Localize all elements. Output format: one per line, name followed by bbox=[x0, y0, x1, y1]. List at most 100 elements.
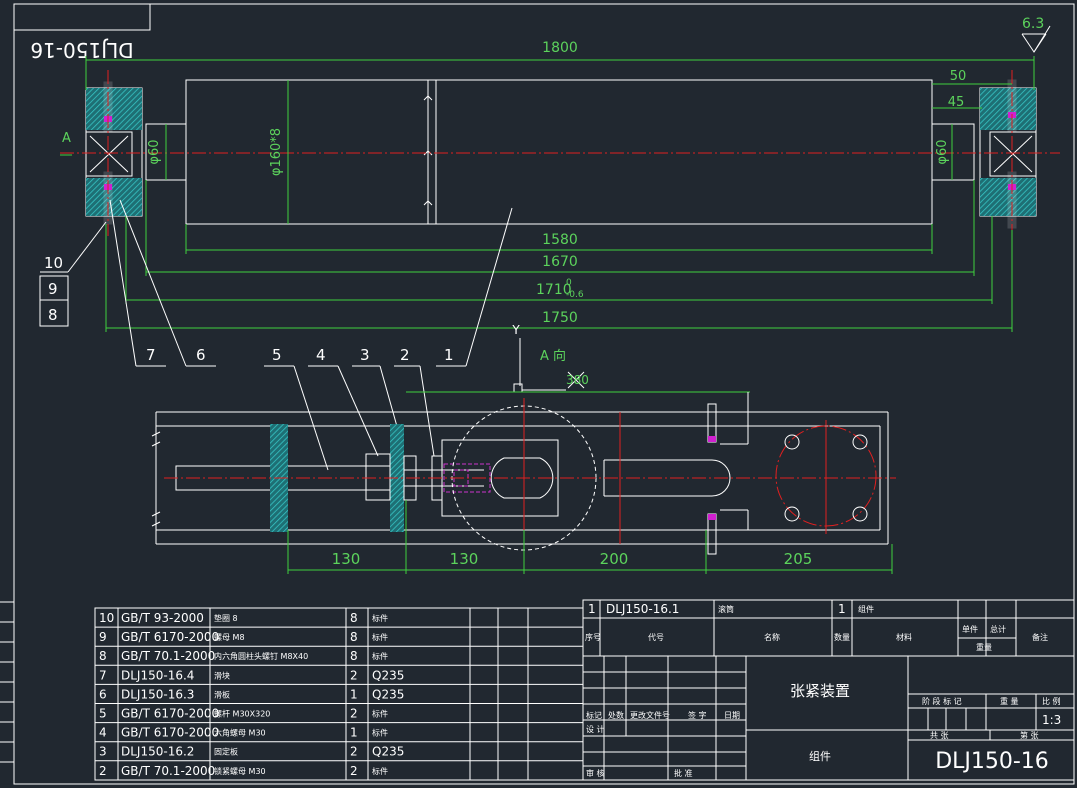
svg-text:批 准: 批 准 bbox=[674, 768, 693, 778]
bom-cell-mat: 标件 bbox=[372, 632, 388, 642]
svg-text:1580: 1580 bbox=[542, 232, 578, 248]
bom-cell-name: 垫圈 8 bbox=[214, 613, 238, 623]
bom-cell-mat: 标件 bbox=[372, 709, 388, 719]
svg-text:1670: 1670 bbox=[542, 254, 578, 270]
svg-text:标记: 标记 bbox=[586, 710, 602, 720]
svg-text:签 字: 签 字 bbox=[688, 710, 707, 720]
bom-cell-no: 4 bbox=[99, 726, 107, 740]
bom-cell-qty: 2 bbox=[350, 707, 358, 721]
svg-text:更改文件号: 更改文件号 bbox=[630, 710, 670, 720]
svg-text:名称: 名称 bbox=[764, 632, 780, 642]
bom-cell-name: 滑块 bbox=[214, 670, 230, 680]
svg-text:6.3: 6.3 bbox=[1022, 16, 1044, 32]
svg-text:130: 130 bbox=[450, 550, 479, 568]
rotated-number-box bbox=[13, 3, 151, 31]
svg-text:8: 8 bbox=[48, 306, 58, 324]
view-a-label: A bbox=[62, 131, 71, 146]
svg-text:9: 9 bbox=[48, 280, 58, 298]
bom-cell-no: 2 bbox=[99, 764, 107, 778]
svg-text:-0.6: -0.6 bbox=[566, 290, 584, 300]
drawing-number: DLJ150-16 bbox=[935, 749, 1049, 774]
product-name: 张紧装置 bbox=[790, 682, 850, 700]
bom-cell-mat: Q235 bbox=[372, 668, 404, 682]
bom-cell-no: 7 bbox=[99, 668, 107, 682]
svg-text:380: 380 bbox=[566, 373, 589, 387]
svg-text:日期: 日期 bbox=[724, 711, 740, 720]
bom-cell-name: 螺母 M8 bbox=[214, 632, 245, 642]
svg-text:重量: 重量 bbox=[976, 642, 992, 652]
bom-cell-qty: 1 bbox=[350, 726, 358, 740]
svg-text:1: 1 bbox=[588, 602, 596, 616]
svg-text:代号: 代号 bbox=[648, 632, 664, 642]
bom-cell-code: DLJ150-16.2 bbox=[121, 745, 194, 759]
bom-cell-no: 8 bbox=[99, 649, 107, 663]
roughness-symbol: 6.3 bbox=[1021, 16, 1051, 53]
svg-text:单件: 单件 bbox=[962, 624, 978, 634]
bom-cell-mat: Q235 bbox=[372, 687, 404, 701]
svg-text:φ60: φ60 bbox=[935, 139, 950, 164]
svg-text:200: 200 bbox=[600, 550, 629, 568]
svg-text:数量: 数量 bbox=[834, 632, 850, 642]
svg-text:设 计: 设 计 bbox=[586, 724, 605, 734]
svg-text:0: 0 bbox=[566, 278, 572, 288]
bom-cell-mat: 标件 bbox=[372, 766, 388, 776]
left-bearing-housing bbox=[85, 81, 143, 225]
svg-text:审 核: 审 核 bbox=[586, 768, 605, 778]
svg-text:4: 4 bbox=[316, 346, 326, 364]
svg-text:10: 10 bbox=[44, 254, 63, 272]
svg-text:7: 7 bbox=[146, 346, 156, 364]
bottom-dimensions: 130 130 200 205 bbox=[287, 500, 893, 574]
svg-text:130: 130 bbox=[332, 550, 361, 568]
svg-text:6: 6 bbox=[196, 346, 206, 364]
svg-text:比 例: 比 例 bbox=[1042, 696, 1061, 706]
view-y-label: Y bbox=[511, 323, 520, 337]
svg-text:滚筒: 滚筒 bbox=[718, 604, 734, 614]
svg-text:1: 1 bbox=[444, 346, 454, 364]
bom-cell-no: 9 bbox=[99, 630, 107, 644]
svg-text:50: 50 bbox=[950, 69, 967, 84]
bom-cell-name: 固定板 bbox=[214, 747, 238, 757]
bom-cell-mat: 标件 bbox=[372, 613, 388, 623]
bom-cell-no: 5 bbox=[99, 707, 107, 721]
bom-cell-mat: Q235 bbox=[372, 745, 404, 759]
svg-text:组件: 组件 bbox=[858, 604, 874, 614]
bom-cell-name: 锁紧螺母 M30 bbox=[214, 766, 266, 776]
svg-text:45: 45 bbox=[948, 95, 965, 110]
svg-text:共 张: 共 张 bbox=[930, 731, 949, 740]
part-type: 组件 bbox=[809, 749, 831, 763]
svg-text:阶 段 标 记: 阶 段 标 记 bbox=[922, 696, 962, 706]
svg-text:材料: 材料 bbox=[896, 632, 912, 642]
svg-text:φ160*8: φ160*8 bbox=[269, 128, 284, 176]
bom-cell-qty: 1 bbox=[350, 687, 358, 701]
svg-text:处数: 处数 bbox=[608, 710, 624, 720]
svg-text:1710: 1710 bbox=[536, 282, 572, 298]
part-balloons: 10 9 8 7 6 5 4 3 2 1 bbox=[39, 199, 513, 471]
svg-text:序号: 序号 bbox=[585, 632, 601, 642]
bom-cell-no: 10 bbox=[99, 611, 114, 625]
bom-cell-qty: 2 bbox=[350, 745, 358, 759]
svg-text:φ60: φ60 bbox=[147, 139, 162, 164]
svg-text:1: 1 bbox=[838, 602, 846, 616]
right-bearing-housing bbox=[979, 79, 1037, 229]
svg-text:1750: 1750 bbox=[542, 310, 578, 326]
bom-cell-mat: 标件 bbox=[372, 651, 388, 661]
scale-value: 1:3 bbox=[1042, 713, 1061, 727]
bom-cell-qty: 8 bbox=[350, 611, 358, 625]
bom-cell-code: DLJ150-16.3 bbox=[121, 687, 194, 701]
svg-text:重 量: 重 量 bbox=[1000, 696, 1019, 706]
bom-cell-name: 螺杆 M30X320 bbox=[214, 709, 270, 719]
svg-text:备注: 备注 bbox=[1032, 632, 1048, 642]
svg-text:2: 2 bbox=[400, 346, 410, 364]
bom-cell-no: 6 bbox=[99, 687, 107, 701]
roller-view bbox=[60, 70, 1060, 236]
bom-cell-code: GB/T 6170-2000 bbox=[121, 726, 219, 740]
svg-text:总计: 总计 bbox=[990, 624, 1006, 634]
bom-cell-code: GB/T 70.1-2000 bbox=[121, 764, 215, 778]
bom-cell-code: GB/T 6170-2000 bbox=[121, 630, 219, 644]
bom-cell-qty: 2 bbox=[350, 764, 358, 778]
bom-cell-name: 滑板 bbox=[214, 689, 230, 699]
drum-body bbox=[185, 79, 933, 225]
bom-cell-qty: 8 bbox=[350, 649, 358, 663]
drawing-number-rotated: DLJ150-16 bbox=[30, 38, 133, 62]
